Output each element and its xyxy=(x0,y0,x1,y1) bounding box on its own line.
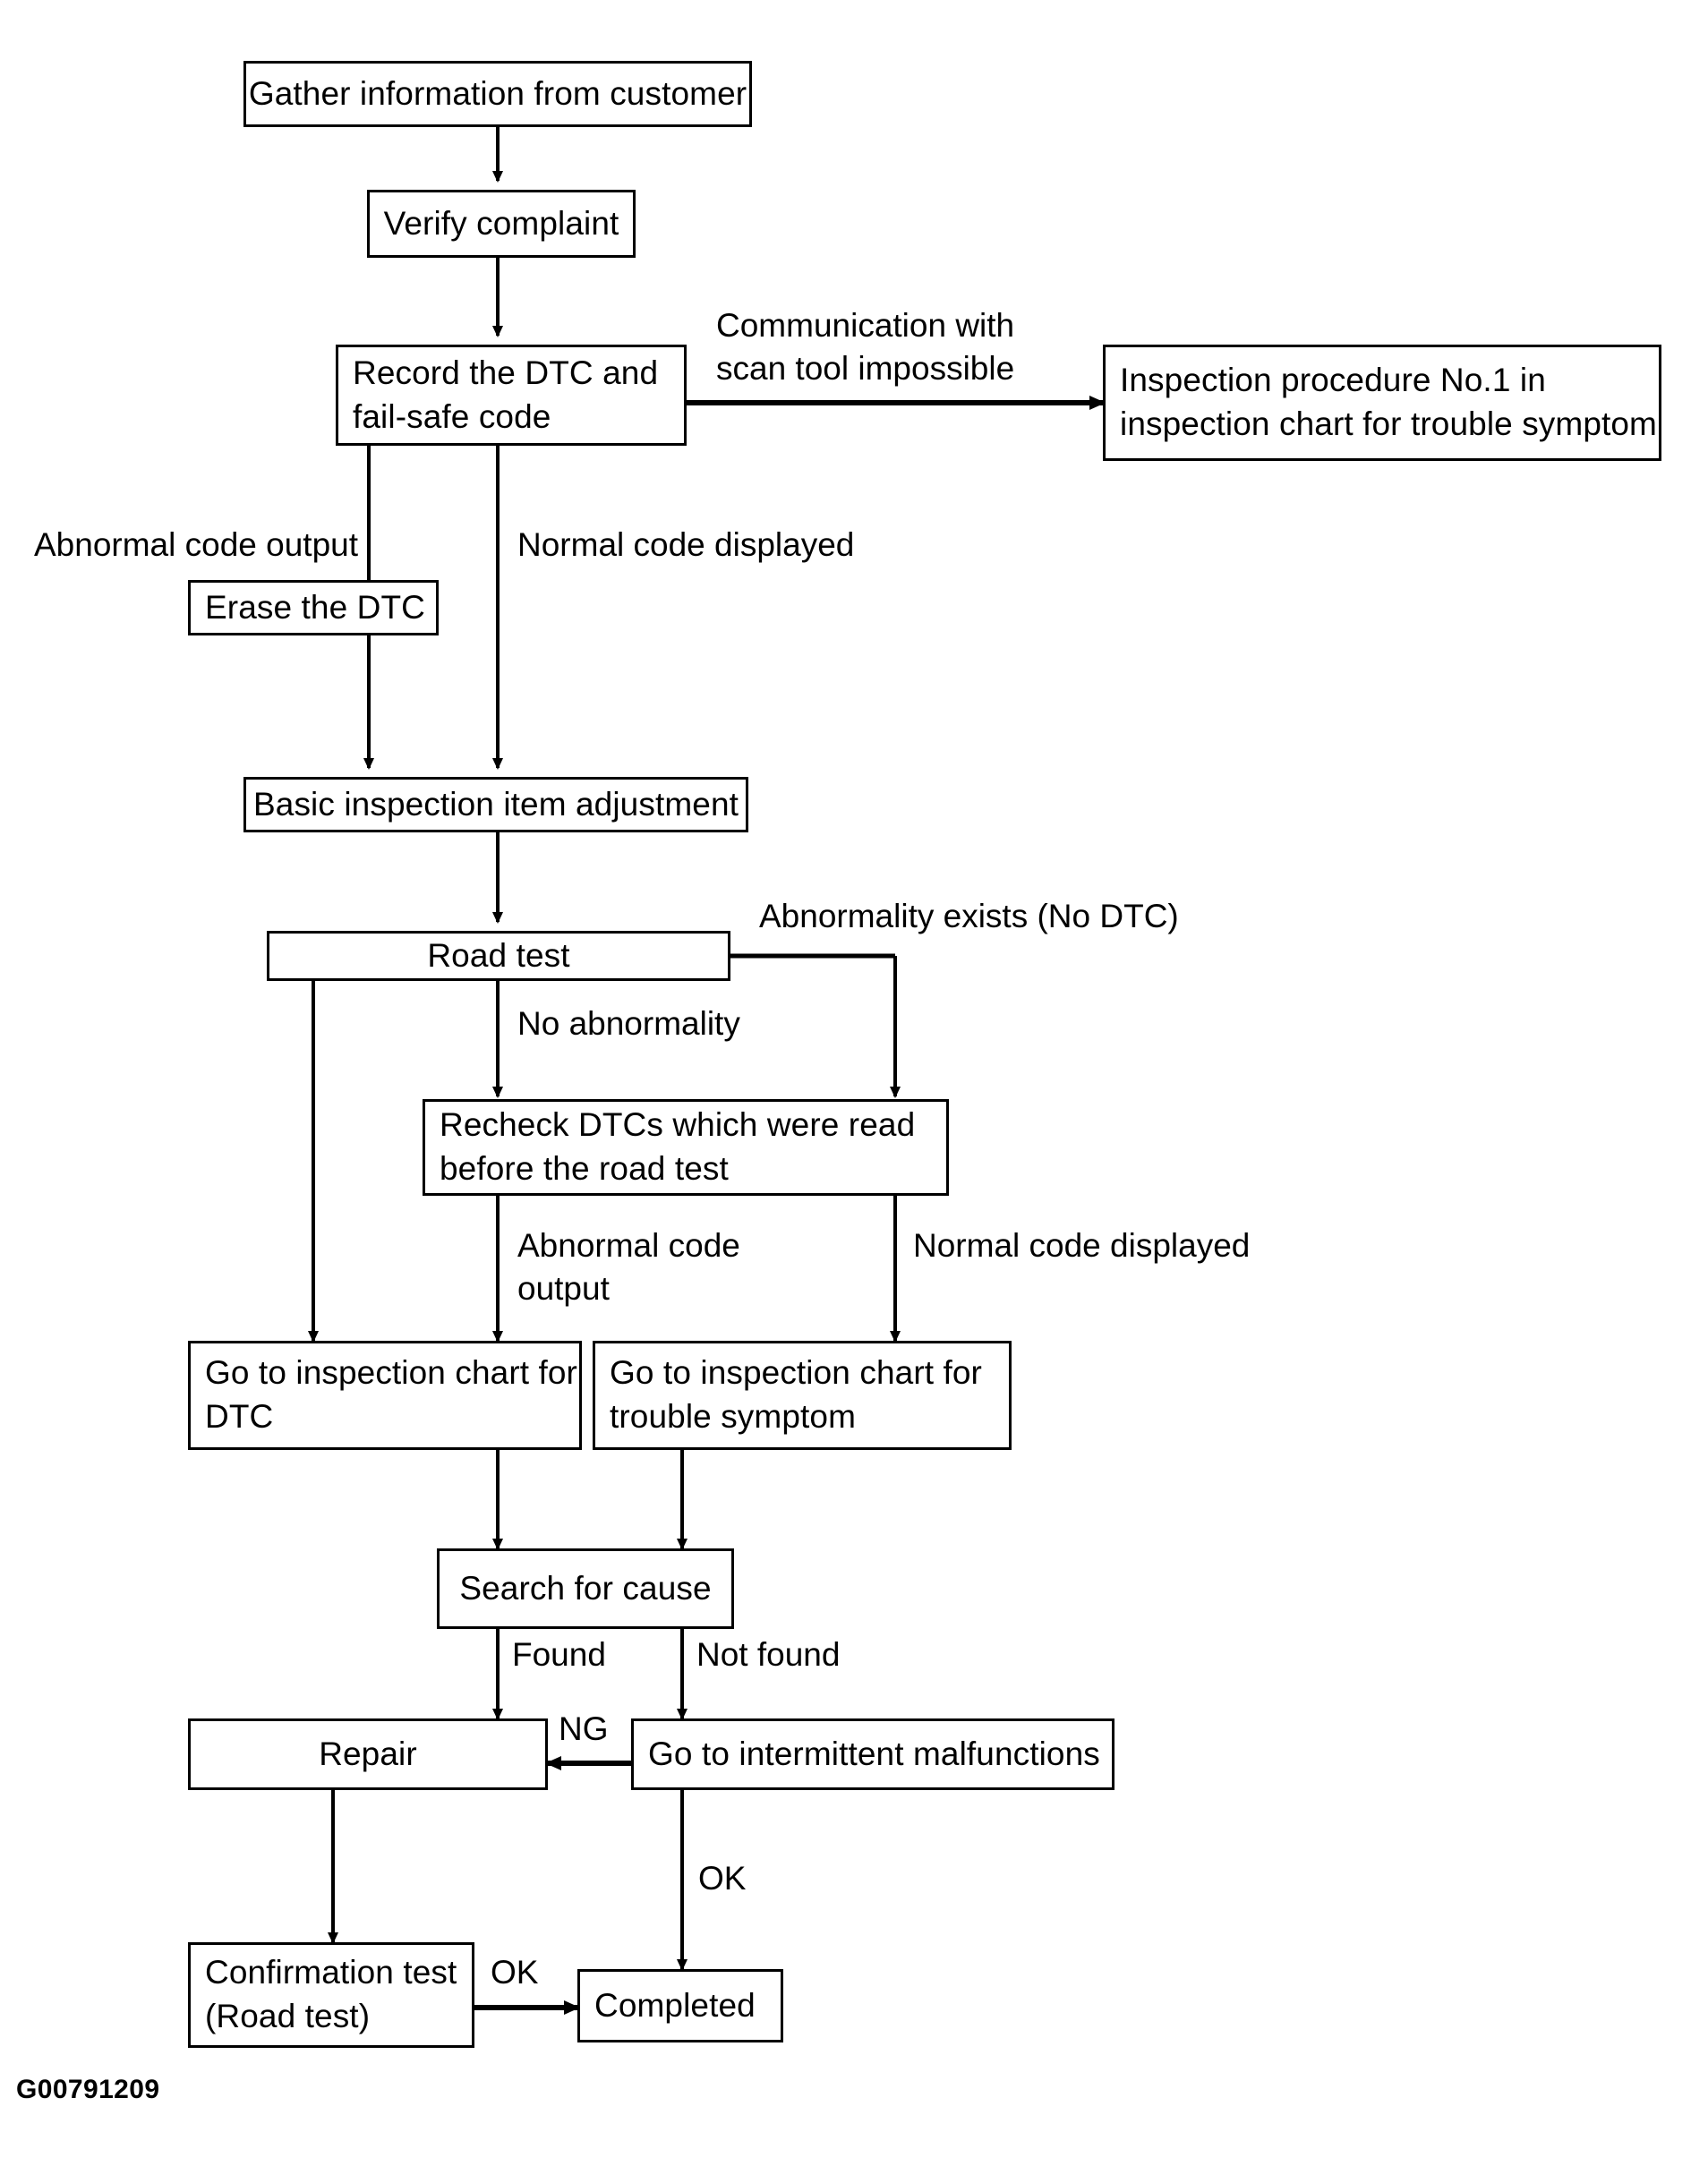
node-label: Recheck DTCs which were read before the … xyxy=(440,1106,916,1187)
edge-label-ok-confirmation: OK xyxy=(491,1954,539,1991)
node-label: Go to inspection chart for trouble sympt… xyxy=(610,1354,982,1435)
edge-label-not-found: Not found xyxy=(696,1636,841,1673)
edge-label-normal-code-displayed-1: Normal code displayed xyxy=(517,526,855,563)
node-label: Inspection procedure No.1 in inspection … xyxy=(1120,362,1657,442)
node-go-to-chart-for-trouble-symptom[interactable]: Go to inspection chart for trouble sympt… xyxy=(593,1341,1012,1450)
node-confirmation-test[interactable]: Confirmation test (Road test) xyxy=(188,1942,474,2048)
node-label: Repair xyxy=(319,1735,417,1772)
node-go-to-chart-for-dtc[interactable]: Go to inspection chart for DTC xyxy=(188,1341,582,1450)
node-road-test[interactable]: Road test xyxy=(267,931,730,981)
node-verify-complaint[interactable]: Verify complaint xyxy=(367,190,636,258)
edge-label-no-abnormality: No abnormality xyxy=(517,1005,740,1042)
node-label: Basic inspection item adjustment xyxy=(252,785,739,823)
node-go-to-intermittent-malfunctions[interactable]: Go to intermittent malfunctions xyxy=(631,1718,1114,1790)
edge-label-found: Found xyxy=(512,1636,606,1673)
node-completed[interactable]: Completed xyxy=(577,1969,783,2042)
node-label: Road test xyxy=(427,936,570,974)
edge-label-abnormal-code-output-2: Abnormal code output xyxy=(517,1227,740,1308)
edge-label-abnormal-code-output-1: Abnormal code output xyxy=(34,526,359,563)
node-search-for-cause[interactable]: Search for cause xyxy=(437,1548,734,1629)
node-erase-dtc[interactable]: Erase the DTC xyxy=(188,580,439,635)
node-label: Completed xyxy=(594,1986,756,2024)
node-label: Search for cause xyxy=(459,1569,712,1607)
node-label: Verify complaint xyxy=(383,204,619,242)
edge-label-ok-intermittent: OK xyxy=(698,1860,747,1897)
node-label: Record the DTC and fail-safe code xyxy=(353,354,659,435)
node-basic-inspection-adjustment[interactable]: Basic inspection item adjustment xyxy=(243,777,748,832)
node-recheck-dtcs[interactable]: Recheck DTCs which were read before the … xyxy=(423,1099,949,1196)
node-inspection-procedure-no1[interactable]: Inspection procedure No.1 in inspection … xyxy=(1103,345,1661,461)
node-record-dtc[interactable]: Record the DTC and fail-safe code xyxy=(336,345,687,446)
edge-label-normal-code-displayed-2: Normal code displayed xyxy=(913,1227,1251,1264)
node-gather-information[interactable]: Gather information from customer xyxy=(243,61,752,127)
node-label: Gather information from customer xyxy=(248,74,747,112)
node-label: Go to inspection chart for DTC xyxy=(205,1354,577,1435)
edge-label-abnormality-exists: Abnormality exists (No DTC) xyxy=(759,898,1179,934)
edge-label-ng: NG xyxy=(559,1710,609,1747)
figure-code: G00791209 xyxy=(16,2075,160,2104)
node-repair[interactable]: Repair xyxy=(188,1718,548,1790)
node-label: Go to intermittent malfunctions xyxy=(648,1735,1100,1772)
node-label: Confirmation test (Road test) xyxy=(205,1954,457,2034)
edge-label-communication-impossible: Communication with scan tool impossible xyxy=(716,307,1015,388)
node-label: Erase the DTC xyxy=(205,588,425,626)
